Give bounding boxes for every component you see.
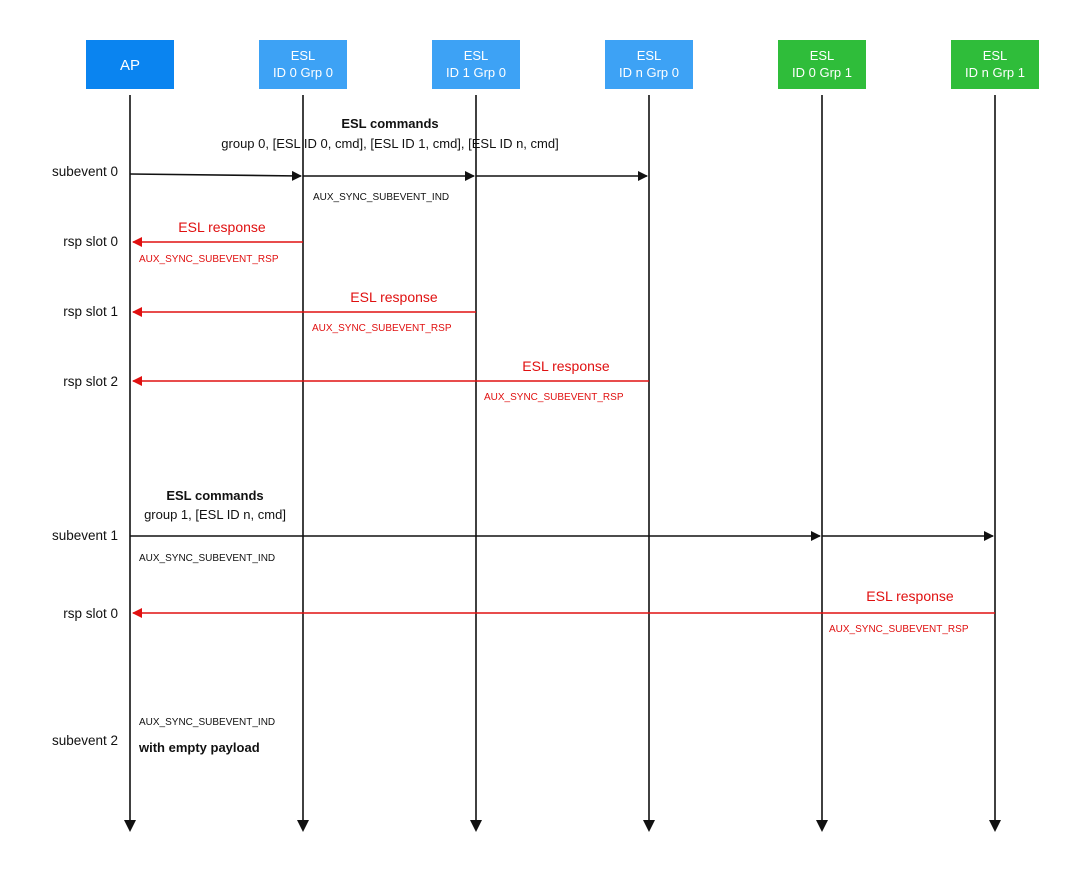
subevent-1-commands: ESL commands group 1, [ESL ID n, cmd] AU… [130,488,994,564]
node-boxes: AP ESL ID 0 Grp 0 ESL ID 1 Grp 0 ESL ID … [86,40,1039,89]
ind-label-subevent-0: AUX_SYNC_SUBEVENT_IND [313,192,449,203]
node-esl-0-grp0-box [259,40,347,89]
subevent-2: AUX_SYNC_SUBEVENT_IND with empty payload [138,717,275,755]
row-label-rsp-slot-0: rsp slot 0 [63,234,118,249]
node-esl-1-grp0-label-line2: ID 1 Grp 0 [446,65,506,80]
commands-1-title: ESL commands [166,488,263,503]
node-esl-0-grp0-label-line2: ID 0 Grp 0 [273,65,333,80]
node-esl-0-grp1-label-line1: ESL [810,48,835,63]
response-slot-0: ESL response AUX_SYNC_SUBEVENT_RSP [132,219,303,265]
row-label-subevent-2: subevent 2 [52,733,118,748]
lifeline-esl-n-grp0-end-arrow [643,820,655,832]
row-label-rsp-slot-0-group1: rsp slot 0 [63,606,118,621]
response-slot-2: ESL response AUX_SYNC_SUBEVENT_RSP [132,358,649,403]
node-esl-0-grp0: ESL ID 0 Grp 0 [259,40,347,89]
esl-response-label-slot-1: ESL response [350,289,438,305]
arrow-ap-to-esl-0-grp0 [129,170,302,181]
ind-label-subevent-1: AUX_SYNC_SUBEVENT_IND [139,553,275,564]
lifeline-esl-0-grp0-end-arrow [297,820,309,832]
node-esl-n-grp0: ESL ID n Grp 0 [605,40,693,89]
rsp-label-slot-1: AUX_SYNC_SUBEVENT_RSP [312,323,452,334]
esl-response-label-group-1: ESL response [866,588,954,604]
node-esl-n-grp0-label-line1: ESL [637,48,662,63]
lifelines [124,95,1001,832]
commands-0-detail: group 0, [ESL ID 0, cmd], [ESL ID 1, cmd… [221,136,558,151]
ind-label-subevent-2: AUX_SYNC_SUBEVENT_IND [139,717,275,728]
node-esl-n-grp0-label-line2: ID n Grp 0 [619,65,679,80]
lifeline-esl-0-grp1-end-arrow [816,820,828,832]
node-esl-1-grp0-label-line1: ESL [464,48,489,63]
rsp-label-group-1: AUX_SYNC_SUBEVENT_RSP [829,624,969,635]
rsp-label-slot-2: AUX_SYNC_SUBEVENT_RSP [484,392,624,403]
row-label-subevent-1: subevent 1 [52,528,118,543]
node-esl-n-grp1-box [951,40,1039,89]
row-label-rsp-slot-2: rsp slot 2 [63,374,118,389]
node-esl-n-grp1-label-line1: ESL [983,48,1008,63]
lifeline-esl-1-grp0-end-arrow [470,820,482,832]
response-slot-0-group-1: ESL response AUX_SYNC_SUBEVENT_RSP [132,588,995,635]
node-esl-1-grp0: ESL ID 1 Grp 0 [432,40,520,89]
commands-1-detail: group 1, [ESL ID n, cmd] [144,507,286,522]
rsp-label-slot-0: AUX_SYNC_SUBEVENT_RSP [139,254,279,265]
row-label-subevent-0: subevent 0 [52,164,118,179]
node-ap: AP [86,40,174,89]
commands-0-title: ESL commands [341,116,438,131]
esl-response-label-slot-0: ESL response [178,219,266,235]
lifeline-esl-n-grp1-end-arrow [989,820,1001,832]
row-label-rsp-slot-1: rsp slot 1 [63,304,118,319]
node-esl-0-grp1: ESL ID 0 Grp 1 [778,40,866,89]
response-slot-1: ESL response AUX_SYNC_SUBEVENT_RSP [132,289,476,334]
node-esl-0-grp0-label-line1: ESL [291,48,316,63]
node-ap-label: AP [120,57,140,74]
lifeline-ap-end-arrow [124,820,136,832]
subevent-0-commands: ESL commands group 0, [ESL ID 0, cmd], [… [129,116,648,203]
node-ap-box [86,40,174,89]
node-esl-n-grp0-box [605,40,693,89]
empty-payload-label: with empty payload [138,740,260,755]
esl-response-label-slot-2: ESL response [522,358,610,374]
node-esl-0-grp1-label-line2: ID 0 Grp 1 [792,65,852,80]
node-esl-n-grp1-label-line2: ID n Grp 1 [965,65,1025,80]
node-esl-n-grp1: ESL ID n Grp 1 [951,40,1039,89]
node-esl-1-grp0-box [432,40,520,89]
node-esl-0-grp1-box [778,40,866,89]
row-labels: subevent 0 rsp slot 0 rsp slot 1 rsp slo… [52,164,118,748]
